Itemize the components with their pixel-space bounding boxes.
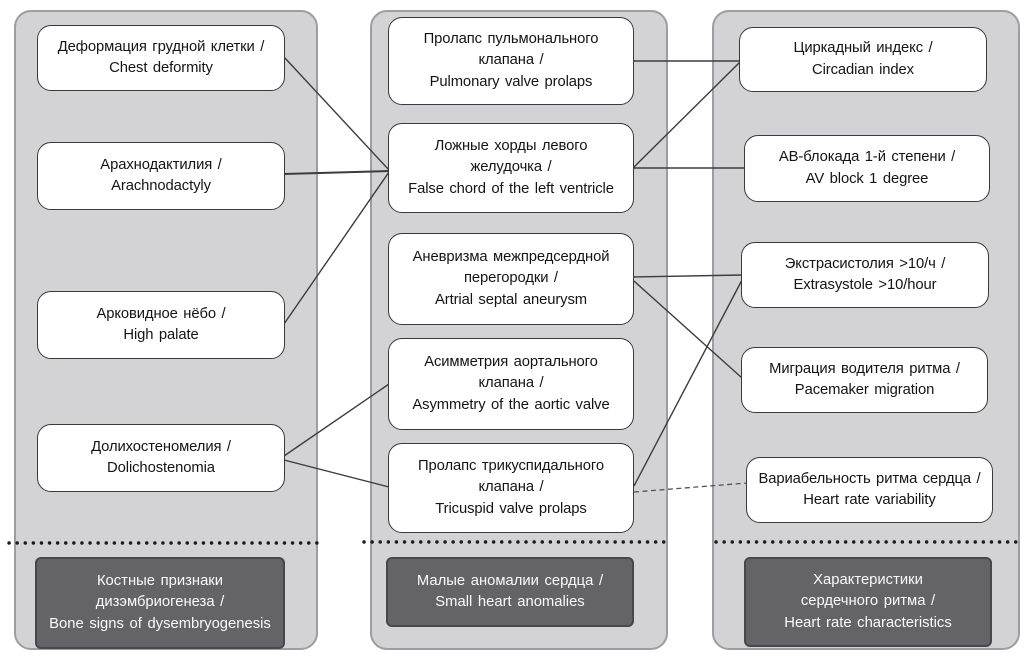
category-bone-signs-of-dysembryogenesis: Костные признаки дизэмбриогенеза / Bone … [35,557,285,649]
node-arachnodactyly: Арахнодактилия / Arachnodactyly [37,142,285,210]
node-tricuspid-valve-prolapse: Пролапс трикуспидального клапана / Tricu… [388,443,634,533]
node-false-chord-left-ventricle: Ложные хорды левого желудочка / False ch… [388,123,634,213]
node-pulmonary-valve-prolapse: Пролапс пульмонального клапана / Pulmona… [388,17,634,105]
edge-high-palate-false-chord [283,171,390,325]
category-small-heart-anomalies: Малые аномалии сердца / Small heart anom… [386,557,634,627]
node-aortic-valve-asymmetry: Асимметрия аортального клапана / Asymmet… [388,338,634,430]
edge-false-chord-circadian-index [633,61,741,168]
edge-dolichostenomelia-aortic-asymmetry [283,383,390,457]
node-pacemaker-migration: Миграция водителя ритма / Pacemaker migr… [741,347,988,413]
node-dolichostenomelia: Долихостеномелия / Dolichostenomia [37,424,285,492]
category-heart-rate-characteristics: Характеристики сердечного ритма / Heart … [744,557,992,647]
panel-heart-rate-characteristics [712,10,1020,650]
node-high-palate: Арковидное нёбо / High palate [37,291,285,359]
node-atrial-septal-aneurysm: Аневризма межпредсердной перегородки / A… [388,233,634,325]
edge-aneurysm-extrasystole [633,274,743,278]
node-av-block-1-degree: АВ-блокада 1-й степени / AV block 1 degr… [744,135,990,202]
node-extrasystole: Экстрасистолия >10/ч / Extrasystole >10/… [741,242,989,308]
node-chest-deformity: Деформация грудной клетки / Chest deform… [37,25,285,91]
edge-aneurysm-pacemaker-migration [633,280,743,379]
edge-chest-deformity-false-chord [283,56,390,171]
edge-tricuspid-prolapse-heart-rate-variability [633,482,748,493]
node-circadian-index: Циркадный индекс / Circadian index [739,27,987,92]
node-heart-rate-variability: Вариабельность ритма сердца / Heart rate… [746,457,993,523]
edge-dolichostenomelia-tricuspid-prolapse [283,459,390,488]
edge-tricuspid-prolapse-extrasystole [633,279,743,487]
edge-arachnodactyly-false-chord [283,170,390,175]
